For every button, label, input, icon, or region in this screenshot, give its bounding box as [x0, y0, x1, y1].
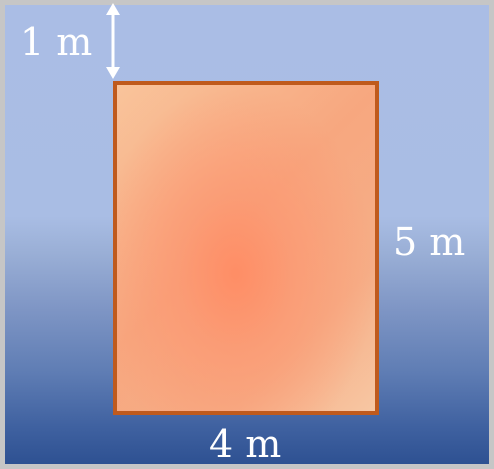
width-label: 4 m [209, 422, 282, 466]
top-gap-label: 1 m [20, 20, 93, 64]
height-label: 5 m [393, 220, 466, 264]
water-scene: 1 m 5 m 4 m [5, 3, 489, 466]
double-arrow-icon [106, 3, 120, 79]
rectangular-plate [113, 81, 379, 415]
